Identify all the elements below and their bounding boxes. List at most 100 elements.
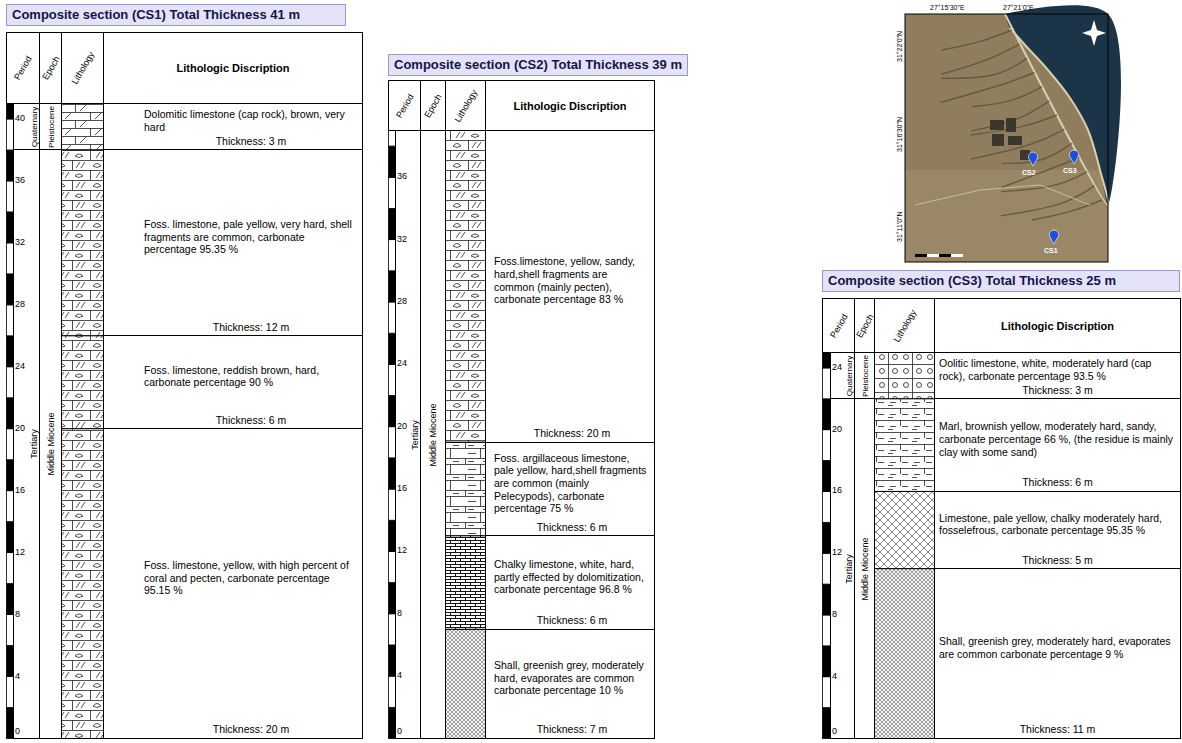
description-cell: Foss.limestone, yellow, sandy, hard,shel… <box>485 130 655 443</box>
period-cell: Tertiary <box>830 398 855 739</box>
header-cell: Period <box>6 32 40 104</box>
header-cell: Lithologic Discription <box>485 80 655 131</box>
period-cell: Quaternary <box>13 103 40 150</box>
column-heading: Period <box>12 54 34 82</box>
period-cell: Quaternary <box>830 352 855 399</box>
lithologic-description: Marl, brownish yellow, moderately hard, … <box>939 402 1176 476</box>
map-label: 31°11'0"N <box>896 211 904 242</box>
column-heading: Lithology <box>891 307 918 343</box>
lithology-layer <box>446 536 486 630</box>
depth-tick: 4 <box>397 670 402 681</box>
depth-tick: 36 <box>15 175 25 186</box>
layer-thickness: Thickness: 3 m <box>939 384 1176 397</box>
section-title: Composite section (CS2) Total Thickness … <box>388 54 688 76</box>
depth-tick: 4 <box>15 671 20 682</box>
depth-tick: 28 <box>15 299 25 310</box>
column-heading: Epoch <box>40 54 61 81</box>
map-label: CS1 <box>1044 247 1058 255</box>
column-heading: Lithologic Discription <box>176 62 289 74</box>
depth-tick: 20 <box>832 424 842 435</box>
description-cell: Chalky limestone, white, hard, partly ef… <box>485 535 655 630</box>
period-name: Quaternary <box>845 355 854 396</box>
column-heading: Period <box>394 92 416 120</box>
period-cell: Tertiary <box>395 130 421 739</box>
lithology-layer <box>446 629 486 738</box>
description-cell: Foss. limestone, pale yellow, very hard,… <box>103 149 363 336</box>
depth-tick: 20 <box>15 423 25 434</box>
layer-thickness: Thickness: 12 m <box>144 321 358 334</box>
depth-tick: 12 <box>397 545 407 556</box>
lithology-layer <box>875 491 935 568</box>
column-heading: Lithology <box>452 87 479 123</box>
epoch-cell: Middle Miocene <box>854 398 875 739</box>
depth-tick: 8 <box>15 609 20 620</box>
epoch-name: Middle Miocene <box>428 403 438 466</box>
layer-thickness: Thickness: 6 m <box>494 521 650 534</box>
depth-tick: 0 <box>397 726 402 737</box>
lithology-layer <box>446 442 486 536</box>
layer-thickness: Thickness: 5 m <box>939 554 1176 567</box>
lithology-layer <box>875 353 935 399</box>
period-name: Quaternary <box>30 106 39 147</box>
description-cell: Marl, brownish yellow, moderately hard, … <box>934 398 1181 492</box>
lithologic-description: Foss. limestone, reddish brown, hard, ca… <box>144 339 358 413</box>
epoch-cell: Middle Miocene <box>39 149 62 739</box>
lithology-layer <box>62 429 104 739</box>
epoch-cell: Pleistocene <box>39 103 62 150</box>
depth-tick: 40 <box>15 113 25 124</box>
section-marker <box>1049 230 1058 244</box>
epoch-cell: Middle Miocene <box>420 130 446 739</box>
lithologic-description: Oolitic limestone, white, moderately har… <box>939 356 1176 384</box>
description-cell: Limestone, pale yellow, chalky moderatel… <box>934 491 1181 569</box>
section-marker <box>1028 152 1037 166</box>
depth-tick: 8 <box>397 608 402 619</box>
layer-thickness: Thickness: 20 m <box>144 723 358 736</box>
layer-thickness: Thickness: 20 m <box>494 427 650 440</box>
depth-tick: 16 <box>832 485 842 496</box>
lithologic-description: Foss. limestone, yellow, with high perce… <box>144 432 358 723</box>
depth-tick: 36 <box>397 171 407 182</box>
header-cell: Epoch <box>39 32 62 104</box>
header-cell: Lithology <box>445 80 486 131</box>
lithologic-description: Foss. limestone, pale yellow, very hard,… <box>144 153 358 320</box>
lithology-columns <box>7 104 935 739</box>
column-heading: Lithologic Discription <box>513 100 626 112</box>
header-cell: Epoch <box>420 80 446 131</box>
header-cell: Period <box>822 298 855 353</box>
map-label: CS3 <box>1063 167 1077 175</box>
epoch-name: Pleistocene <box>46 106 55 148</box>
lithology-layer <box>875 399 935 492</box>
lithologic-description: Shall, greenish grey, moderately hard, e… <box>939 572 1176 723</box>
layer-thickness: Thickness: 6 m <box>939 476 1176 489</box>
column-heading: Lithology <box>69 50 96 86</box>
lithologic-description: Limestone, pale yellow, chalky moderatel… <box>939 495 1176 554</box>
depth-tick: 32 <box>15 237 25 248</box>
depth-tick: 32 <box>397 234 407 245</box>
description-cell: Shall, greenish grey, moderately hard, e… <box>485 629 655 739</box>
layer-thickness: Thickness: 6 m <box>494 614 650 627</box>
period-name: Tertiary <box>844 554 854 584</box>
lithologic-description: Shall, greenish grey, moderately hard, e… <box>494 633 650 724</box>
depth-tick: 24 <box>832 362 842 373</box>
header-cell: Epoch <box>854 298 875 353</box>
lithology-layer <box>62 336 104 429</box>
epoch-cell: Pleistocene <box>854 352 875 399</box>
description-cell: Foss. limestone, yellow, with high perce… <box>103 428 363 739</box>
period-name: Tertiary <box>29 429 39 459</box>
section-marker <box>1069 150 1078 164</box>
lithologic-description: Foss.limestone, yellow, sandy, hard,shel… <box>494 134 650 427</box>
depth-tick: 24 <box>15 361 25 372</box>
location-map <box>905 5 1121 262</box>
description-cell: Shall, greenish grey, moderately hard, e… <box>934 568 1181 739</box>
depth-tick: 4 <box>832 671 837 682</box>
depth-tick: 24 <box>397 358 407 369</box>
description-cell: Foss. limestone, reddish brown, hard, ca… <box>103 335 363 429</box>
map-label: 27°21'0"E <box>1003 4 1034 12</box>
depth-tick: 0 <box>832 726 837 737</box>
depth-tick: 0 <box>15 726 20 737</box>
layer-thickness: Thickness: 3 m <box>144 135 358 148</box>
column-heading: Epoch <box>854 312 875 339</box>
section-title: Composite section (CS1) Total Thickness … <box>6 4 346 26</box>
layer-thickness: Thickness: 6 m <box>144 414 358 427</box>
description-cell: Oolitic limestone, white, moderately har… <box>934 352 1181 399</box>
